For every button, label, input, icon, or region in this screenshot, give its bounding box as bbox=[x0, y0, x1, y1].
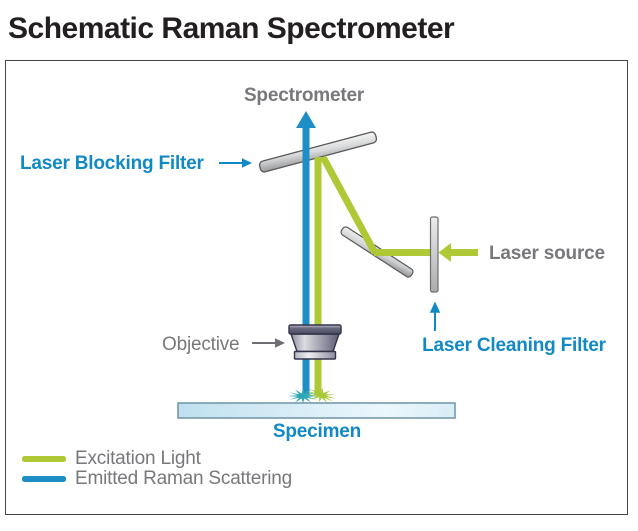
laser-source-arrow bbox=[438, 243, 478, 262]
laser-blocking-filter-label: Laser Blocking Filter bbox=[20, 153, 204, 174]
scatter-starburst bbox=[287, 386, 337, 404]
cleaning-filter-pointer-arrow bbox=[429, 301, 441, 331]
raman-scattering-swatch bbox=[22, 476, 66, 482]
objective-pointer-arrow bbox=[252, 338, 285, 348]
objective-label: Objective bbox=[162, 334, 240, 355]
page-title: Schematic Raman Spectrometer bbox=[8, 12, 455, 45]
specimen-label: Specimen bbox=[272, 421, 362, 442]
specimen-slide bbox=[177, 402, 456, 419]
legend-label-excitation: Excitation Light bbox=[75, 448, 201, 469]
objective-lens bbox=[288, 324, 342, 360]
laser-cleaning-filter-label: Laser Cleaning Filter bbox=[422, 335, 606, 356]
excitation-beam-horizontal bbox=[374, 249, 431, 256]
legend-label-raman: Emitted Raman Scattering bbox=[75, 468, 292, 489]
legend: Excitation Light Emitted Raman Scatterin… bbox=[22, 448, 292, 489]
raman-beam-arrow bbox=[296, 111, 316, 394]
legend-item-excitation: Excitation Light bbox=[22, 448, 292, 469]
laser-source-label: Laser source bbox=[489, 243, 605, 264]
spectrometer-label: Spectrometer bbox=[243, 85, 365, 106]
excitation-light-swatch bbox=[22, 456, 66, 462]
excitation-beam-vertical bbox=[314, 157, 322, 395]
excitation-beam-diagonal bbox=[319, 155, 379, 255]
laser-cleaning-filter-plate bbox=[429, 216, 439, 293]
blocking-filter-pointer-arrow bbox=[219, 158, 252, 168]
legend-item-raman: Emitted Raman Scattering bbox=[22, 468, 292, 489]
